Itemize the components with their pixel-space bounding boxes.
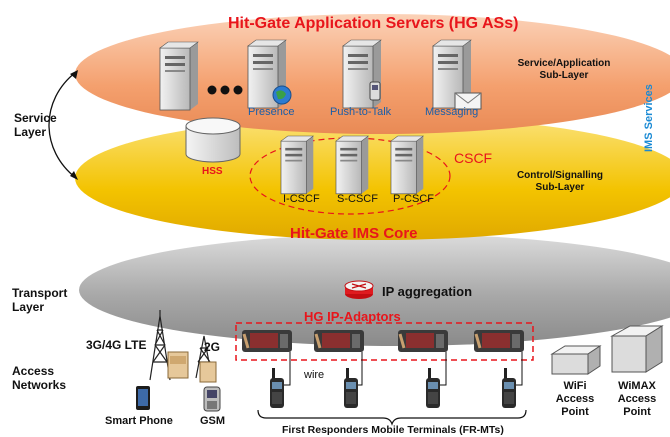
frmt-label: First Responders Mobile Terminals (FR-MT…: [282, 424, 504, 436]
phone-icon: [369, 81, 381, 101]
control-sublayer-label: Control/Signalling Sub-Layer: [516, 170, 604, 193]
access-point-icon: [550, 345, 602, 375]
gsm-label: GSM: [200, 415, 226, 427]
service-layer-arrow: [48, 71, 77, 179]
server-icon: [280, 135, 314, 195]
frmt-brace: [257, 409, 527, 426]
server-icon: [159, 41, 199, 111]
ellipsis-dot: [233, 85, 243, 95]
twog-label: 2G: [204, 340, 221, 354]
service-layer-text: Service Layer: [14, 111, 57, 139]
wifi-label: WiFi Access Point: [555, 380, 595, 418]
server-label-presence: Presence: [248, 106, 295, 118]
radio-terminal-icon: [502, 368, 516, 408]
app-sublayer-label: Service/Application Sub-Layer: [517, 58, 611, 81]
envelope-icon: [454, 92, 482, 110]
server-icon: [390, 135, 424, 195]
transport-layer-label: Transport Layer: [12, 286, 82, 314]
transport-layer-text: Transport Layer: [12, 286, 68, 314]
wire-line: [514, 352, 523, 386]
access-networks-text: Access Networks: [12, 364, 67, 392]
radio-terminal-icon: [426, 368, 440, 408]
ims-services-label: IMS Services: [643, 84, 655, 152]
wire-line: [437, 352, 447, 386]
lte-label: 3G/4G LTE: [86, 338, 147, 352]
cscf-label-i: I-CSCF: [283, 193, 320, 205]
access-networks-label: Access Networks: [12, 364, 82, 392]
transport-layer-ellipse: [79, 234, 670, 346]
hss-label: HSS: [202, 166, 223, 177]
radio-terminal-icon: [270, 368, 284, 408]
base-station-icon: [167, 351, 217, 383]
cell-tower-icon: [149, 310, 171, 381]
radio-terminal-icon: [344, 368, 358, 408]
server-label-push-to-talk: Push-to-Talk: [330, 106, 392, 118]
wire-line: [281, 352, 291, 386]
adaptors-label: HG IP-Adaptors: [304, 309, 401, 324]
router-icon: [344, 280, 374, 299]
access-point-icon: [610, 325, 664, 373]
ellipsis-dot: [220, 85, 230, 95]
app-servers-title: Hit-Gate Application Servers (HG ASs): [228, 15, 519, 32]
ip-aggregation-label: IP aggregation: [382, 284, 473, 299]
wire-label: wire: [304, 369, 325, 381]
smartphone-label: Smart Phone: [105, 415, 173, 427]
cscf-label-s: S-CSCF: [337, 193, 378, 205]
cscf-group-label: CSCF: [454, 150, 493, 166]
ellipsis-dot: [207, 85, 217, 95]
adaptor-icon: [312, 328, 366, 354]
gsm-phone-icon: [203, 386, 221, 412]
cscf-label-p: P-CSCF: [393, 193, 434, 205]
adaptor-icon: [240, 328, 294, 354]
ims-core-title: Hit-Gate IMS Core: [290, 225, 418, 242]
database-icon: [185, 117, 241, 163]
service-layer-label: Service Layer: [14, 111, 74, 139]
smartphone-icon: [136, 386, 150, 410]
globe-icon: [272, 85, 292, 105]
adaptor-icon: [396, 328, 450, 354]
wimax-label: WiMAX Access Point: [617, 380, 657, 418]
server-label-messaging: Messaging: [425, 106, 479, 118]
adaptors-outline: [235, 322, 534, 361]
server-icon: [335, 135, 369, 195]
adaptor-icon: [472, 328, 526, 354]
